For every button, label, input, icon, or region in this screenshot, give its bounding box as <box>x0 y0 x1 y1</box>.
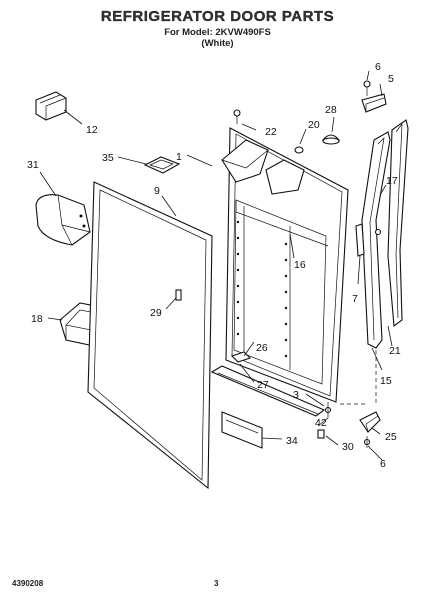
part-9-door-gasket <box>87 181 213 490</box>
callout-1: 1 <box>176 151 182 163</box>
callout-27: 27 <box>257 379 269 391</box>
callout-5: 5 <box>388 73 394 85</box>
part-31-cover <box>35 194 91 246</box>
callout-31: 31 <box>27 159 39 171</box>
callout-16: 16 <box>294 259 306 271</box>
part-30-clip <box>317 429 325 439</box>
part-20-plug <box>294 146 304 154</box>
callout-9: 9 <box>154 185 160 197</box>
callout-42: 42 <box>315 417 327 429</box>
callout-labels: 12 31 18 9 35 29 1 22 20 28 6 5 17 16 7 … <box>27 61 401 470</box>
callout-18: 18 <box>31 313 43 325</box>
callout-28: 28 <box>325 104 337 116</box>
part-27-toe-trim <box>210 365 326 417</box>
diagram-title: REFRIGERATOR DOOR PARTS <box>100 8 335 25</box>
callout-22: 22 <box>265 126 277 138</box>
callout-3: 3 <box>293 389 299 401</box>
leader-lines <box>39 70 393 461</box>
callout-6-bottom: 6 <box>380 458 386 470</box>
callout-26: 26 <box>256 342 268 354</box>
callout-34: 34 <box>286 435 298 447</box>
callout-12: 12 <box>86 124 98 136</box>
part-35-gasket-piece <box>143 156 181 174</box>
callout-30: 30 <box>342 441 354 453</box>
part-34-grille <box>221 411 263 449</box>
part-28-cap <box>321 134 341 145</box>
part-1-door-liner <box>221 127 349 403</box>
callout-20: 20 <box>308 119 320 131</box>
color-line: (White) <box>201 38 234 49</box>
callout-6-top: 6 <box>375 61 381 73</box>
callout-21: 21 <box>389 345 401 357</box>
callout-17: 17 <box>386 175 398 187</box>
part-12-bracket <box>35 91 67 121</box>
callout-15: 15 <box>380 375 392 387</box>
part-25-bottom-hinge <box>359 411 381 448</box>
callout-7: 7 <box>352 293 358 305</box>
part-21-handle-trim <box>387 119 409 328</box>
page-number: 3 <box>214 579 219 588</box>
part-15-handle <box>361 131 391 349</box>
part-5-top-hinge <box>361 80 387 113</box>
part-42-screw <box>324 402 332 418</box>
callout-35: 35 <box>102 152 114 164</box>
callout-29: 29 <box>150 307 162 319</box>
part-29-clip <box>175 289 182 301</box>
callout-25: 25 <box>385 431 397 443</box>
part-22-screw <box>233 109 241 124</box>
model-line: For Model: 2KVW490FS <box>164 27 271 38</box>
document-number: 4390208 <box>12 579 44 588</box>
part-7-handle-cap <box>355 223 365 257</box>
